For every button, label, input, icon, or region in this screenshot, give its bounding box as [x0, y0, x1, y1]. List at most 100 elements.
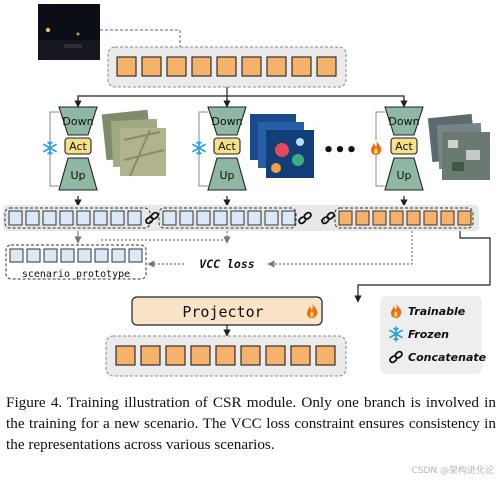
- feature-token: [42, 210, 57, 226]
- output-token: [240, 345, 261, 366]
- feature-token: [230, 210, 245, 226]
- figure-caption: Figure 4. Training illustration of CSR m…: [6, 394, 496, 453]
- projector-input-arrow: [354, 231, 491, 303]
- prototype-flow-lines: [74, 231, 413, 268]
- prototype-token: [9, 248, 24, 263]
- down-label: Down: [388, 115, 419, 128]
- prototype-token: [77, 248, 92, 263]
- feature-token: [440, 210, 455, 226]
- city-aerial-image-stack: [427, 113, 490, 180]
- feature-token: [355, 210, 370, 226]
- branch-1-tokens-group: [4, 207, 151, 229]
- feature-token: [166, 56, 187, 77]
- ellipsis: •••: [323, 140, 358, 161]
- feature-token: [191, 56, 212, 77]
- feature-token: [110, 210, 125, 226]
- feature-token: [59, 210, 74, 226]
- feature-token: [196, 210, 211, 226]
- output-token: [215, 345, 236, 366]
- output-feature-tokens: [115, 345, 336, 366]
- feature-token: [266, 56, 287, 77]
- projector-label: Projector: [182, 303, 263, 321]
- prototype-token: [128, 248, 143, 263]
- up-module: [207, 157, 247, 191]
- down-module: [384, 106, 424, 136]
- scenario-prototype-box: [5, 244, 147, 280]
- act-label: Act: [69, 140, 87, 153]
- branch-2-tokens-group: [158, 207, 297, 229]
- feature-token: [216, 56, 237, 77]
- down-label: Down: [211, 115, 242, 128]
- legend-item: Concatenate: [388, 349, 487, 365]
- up-label: Up: [70, 169, 85, 182]
- feature-token: [213, 210, 228, 226]
- concat-feature-tokens: [8, 210, 472, 226]
- output-token: [165, 345, 186, 366]
- output-token: [290, 345, 311, 366]
- output-token: [190, 345, 211, 366]
- feature-token: [457, 210, 472, 226]
- feature-token: [389, 210, 404, 226]
- feature-token: [93, 210, 108, 226]
- feature-token: [116, 56, 137, 77]
- up-label: Up: [396, 169, 411, 182]
- legend-label: Concatenate: [408, 351, 487, 364]
- feature-token: [127, 210, 142, 226]
- feature-token: [281, 210, 296, 226]
- underwater-image-stack: [250, 114, 314, 178]
- feature-token: [372, 210, 387, 226]
- feature-token: [406, 210, 421, 226]
- feature-token: [141, 56, 162, 77]
- feature-token: [179, 210, 194, 226]
- feature-token: [316, 56, 337, 77]
- legend-label: Frozen: [408, 328, 449, 341]
- up-module: [58, 157, 98, 191]
- output-token: [315, 345, 336, 366]
- prototype-token: [60, 248, 75, 263]
- legend-item: Frozen: [389, 326, 449, 342]
- feature-token: [162, 210, 177, 226]
- prototype-token: [26, 248, 41, 263]
- act-label: Act: [218, 140, 236, 153]
- aerial-image-stack-1: [101, 109, 166, 177]
- watermark: CSDN @架构进化论: [411, 466, 494, 476]
- feature-token: [264, 210, 279, 226]
- prototype-token: [43, 248, 58, 263]
- feature-token: [25, 210, 40, 226]
- feature-token: [423, 210, 438, 226]
- scenario-prototype-tokens: [9, 248, 143, 263]
- night-scene-image: [38, 4, 100, 60]
- act-module: [390, 137, 418, 155]
- feature-token: [241, 56, 262, 77]
- feature-token: [76, 210, 91, 226]
- image-to-features-connector: [100, 29, 181, 47]
- output-token: [265, 345, 286, 366]
- feature-token: [247, 210, 262, 226]
- act-module: [213, 137, 241, 155]
- branch-output-arrows: [74, 196, 408, 207]
- prototype-token: [94, 248, 109, 263]
- legend-item: Trainable: [391, 304, 466, 318]
- legend-label: Trainable: [408, 305, 466, 318]
- feature-token: [291, 56, 312, 77]
- up-label: Up: [219, 169, 234, 182]
- up-module: [384, 157, 424, 191]
- branch-n-tokens-group: [334, 207, 474, 229]
- prototype-token: [111, 248, 126, 263]
- feature-token: [8, 210, 23, 226]
- branch-connector: [77, 87, 405, 107]
- output-token: [115, 345, 136, 366]
- scenario-prototype-label: scenario prototype: [22, 269, 130, 280]
- input-feature-tokens: [116, 56, 337, 77]
- down-module: [207, 106, 247, 136]
- legend: [380, 296, 482, 374]
- act-module: [64, 137, 92, 155]
- vcc-loss-label: VCC loss: [199, 257, 254, 271]
- down-label: Down: [62, 115, 93, 128]
- down-module: [58, 106, 98, 136]
- feature-token: [338, 210, 353, 226]
